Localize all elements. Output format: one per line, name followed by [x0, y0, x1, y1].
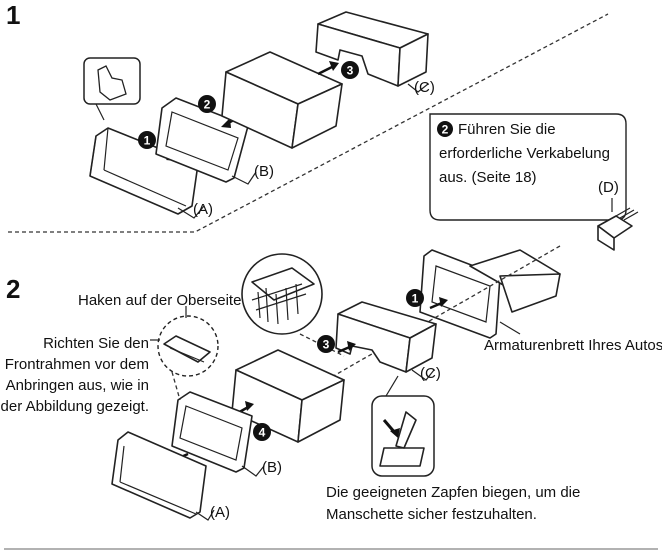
leader-a: [177, 205, 205, 219]
label-c-top: (C): [414, 79, 435, 96]
label-c-2: (C): [420, 365, 441, 382]
callout-line-2: erforderliche Verkabelung: [439, 145, 610, 162]
receiver-unit: [221, 51, 343, 149]
svg-text:2: 2: [204, 98, 211, 112]
label-a-2: (A): [210, 504, 230, 521]
dashboard-opening: [419, 249, 561, 339]
label-armaturenbrett: Armaturenbrett Ihres Autos: [484, 337, 662, 354]
label-a: (A): [193, 201, 213, 218]
label-b-2: (B): [262, 459, 282, 476]
richten-line-3: Anbringen aus, wie in: [6, 377, 149, 394]
label-haken: Haken auf der Oberseite: [78, 292, 241, 309]
leader-b-2: [241, 465, 265, 477]
wiring-callout: 2 Führen Sie die erforderliche Verkabelu…: [429, 113, 627, 221]
svg-text:1: 1: [412, 292, 419, 306]
richten-line-1: Richten Sie den: [43, 335, 149, 352]
faceplate-a: [89, 127, 199, 215]
arrow-3: [317, 64, 335, 76]
svg-text:2: 2: [442, 123, 449, 137]
receiver-unit-2: [231, 349, 345, 443]
zapfen-line-2: Manschette sicher festzuhalten.: [326, 506, 537, 523]
leader-a-2: [195, 509, 215, 521]
badge-1: 1: [138, 131, 156, 149]
zapfen-line-1: Die geeigneten Zapfen biegen, um die: [326, 484, 580, 501]
richten-line-4: der Abbildung gezeigt.: [1, 398, 149, 415]
svg-text:3: 3: [347, 64, 354, 78]
badge-3: 3: [341, 61, 359, 79]
hook-to-frame-leader: [171, 371, 181, 401]
callout-line-3: aus. (Seite 18): [439, 169, 537, 186]
bend-tab-detail: [371, 375, 435, 477]
hook-detail-circle: [157, 315, 219, 377]
badge-3-step2: 3: [317, 335, 335, 353]
badge-1-step2: 1: [406, 289, 424, 307]
trim-frame-b: [155, 97, 249, 183]
alignment-line-dashed: [329, 245, 561, 379]
badge-2-callout: 2: [437, 121, 453, 137]
label-b: (B): [254, 163, 274, 180]
step-number-2: 2: [6, 274, 20, 304]
faceplate-a-2: [111, 431, 207, 519]
callout-line-1: Führen Sie die: [458, 121, 556, 138]
leader-c-2: [411, 369, 435, 381]
leader-armaturenbrett: [499, 321, 521, 335]
svg-text:3: 3: [323, 338, 330, 352]
leader-b: [231, 171, 257, 185]
section-divider-dashed: [8, 13, 609, 233]
richten-line-2: Frontrahmen vor dem: [5, 356, 149, 373]
label-d: (D): [598, 179, 619, 196]
mounting-sleeve-c: [315, 11, 429, 87]
badge-4: 4: [253, 423, 271, 441]
badge-2: 2: [198, 95, 216, 113]
step-number-1: 1: [6, 0, 20, 30]
leader-c-top: [407, 83, 429, 93]
svg-text:4: 4: [259, 426, 266, 440]
detach-hand-icon: [83, 57, 141, 121]
svg-text:1: 1: [144, 134, 151, 148]
sleeve-tab-detail-circle: [241, 253, 323, 335]
wiring-connector-d: [597, 198, 639, 251]
